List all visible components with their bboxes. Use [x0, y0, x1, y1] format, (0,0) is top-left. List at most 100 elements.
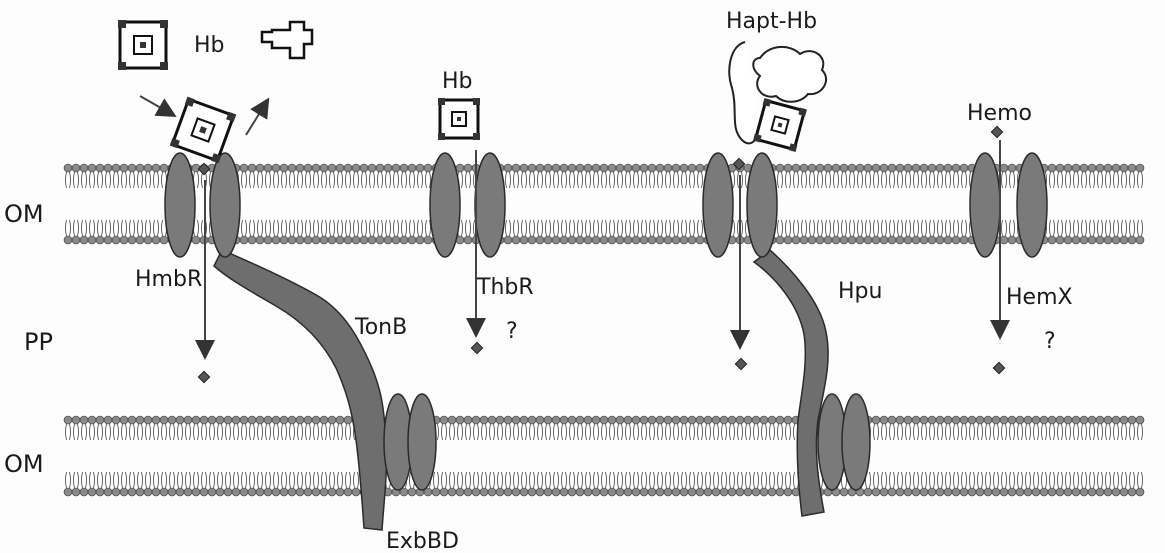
lipid-head	[232, 488, 240, 496]
lipid-tail	[594, 172, 599, 188]
lipid-head	[480, 488, 488, 496]
lipid-tail	[714, 472, 719, 488]
lipid-tail	[1138, 220, 1143, 236]
lipid-head	[896, 488, 904, 496]
lipid-head	[528, 416, 536, 424]
lipid-head	[512, 488, 520, 496]
lipid-tail	[922, 220, 927, 236]
lipid-head	[1008, 236, 1016, 244]
lipid-tail	[1106, 220, 1111, 236]
outer-membrane-bottom	[64, 416, 1144, 496]
lipid-head	[640, 236, 648, 244]
lipid-tail	[330, 220, 335, 236]
lipid-head	[128, 164, 136, 172]
lipid-head	[888, 236, 896, 244]
lipid-tail	[754, 424, 759, 440]
lipid-head	[80, 164, 88, 172]
lipid-head	[352, 236, 360, 244]
lipid-tail	[1114, 424, 1119, 440]
lipid-head	[928, 416, 936, 424]
lipid-tail	[890, 424, 895, 440]
lipid-head	[200, 416, 208, 424]
lipid-head	[880, 416, 888, 424]
lipid-head	[312, 488, 320, 496]
lipid-tail	[778, 424, 783, 440]
lipid-tail	[794, 172, 799, 188]
lipid-head	[552, 236, 560, 244]
lipid-tail	[642, 172, 647, 188]
lipid-tail	[106, 220, 111, 236]
lipid-head	[544, 164, 552, 172]
lipid-tail	[66, 472, 71, 488]
lipid-head	[536, 488, 544, 496]
lipid-tail	[690, 472, 695, 488]
lipid-head	[856, 164, 864, 172]
lipid-tail	[842, 172, 847, 188]
lipid-head	[184, 488, 192, 496]
lipid-tail	[298, 424, 303, 440]
lipid-tail	[114, 472, 119, 488]
lipid-head	[496, 416, 504, 424]
lipid-tail	[922, 172, 927, 188]
lipid-head	[656, 488, 664, 496]
lipid-head	[320, 416, 328, 424]
lipid-head	[488, 488, 496, 496]
lipid-tail	[826, 220, 831, 236]
lipid-head	[144, 488, 152, 496]
lipid-tail	[122, 220, 127, 236]
lipid-tail	[602, 220, 607, 236]
lipid-head	[984, 488, 992, 496]
lipid-tail	[266, 424, 271, 440]
hpu-barrel-right	[747, 153, 777, 257]
lipid-head	[1016, 488, 1024, 496]
lipid-tail	[898, 424, 903, 440]
lipid-head	[568, 416, 576, 424]
lipid-head	[288, 416, 296, 424]
lipid-tail	[906, 424, 911, 440]
lipid-tail	[322, 220, 327, 236]
lipid-head	[328, 236, 336, 244]
lipid-tail	[562, 220, 567, 236]
lipid-tail	[626, 172, 631, 188]
arrow-out	[246, 106, 264, 135]
lipid-head	[600, 416, 608, 424]
lipid-head	[120, 164, 128, 172]
lipid-head	[592, 416, 600, 424]
lipid-tail	[602, 472, 607, 488]
lipid-head	[1056, 164, 1064, 172]
lipid-tail	[346, 172, 351, 188]
lipid-tail	[970, 424, 975, 440]
lipid-tail	[498, 424, 503, 440]
lipid-head	[920, 416, 928, 424]
lipid-tail	[514, 472, 519, 488]
lipid-head	[680, 488, 688, 496]
lipid-tail	[74, 220, 79, 236]
lipid-head	[400, 236, 408, 244]
lipid-tail	[122, 424, 127, 440]
lipid-tail	[1050, 424, 1055, 440]
lipid-head	[352, 164, 360, 172]
lipid-tail	[322, 172, 327, 188]
lipid-head	[120, 416, 128, 424]
lipid-head	[576, 416, 584, 424]
lipid-tail	[130, 424, 135, 440]
lipid-tail	[858, 172, 863, 188]
lipid-head	[224, 488, 232, 496]
lipid-tail	[954, 424, 959, 440]
lipid-tail	[258, 220, 263, 236]
lipid-tail	[154, 472, 159, 488]
lipid-head	[104, 416, 112, 424]
lipid-tail	[802, 172, 807, 188]
lipid-head	[664, 164, 672, 172]
lipid-head	[888, 488, 896, 496]
lipid-tail	[330, 472, 335, 488]
lipid-tail	[538, 172, 543, 188]
lipid-head	[1040, 416, 1048, 424]
lipid-head	[928, 236, 936, 244]
lipid-tail	[114, 424, 119, 440]
lipid-head	[80, 416, 88, 424]
lipid-head	[128, 488, 136, 496]
lipid-head	[264, 488, 272, 496]
lipid-head	[544, 416, 552, 424]
lipid-tail	[290, 172, 295, 188]
